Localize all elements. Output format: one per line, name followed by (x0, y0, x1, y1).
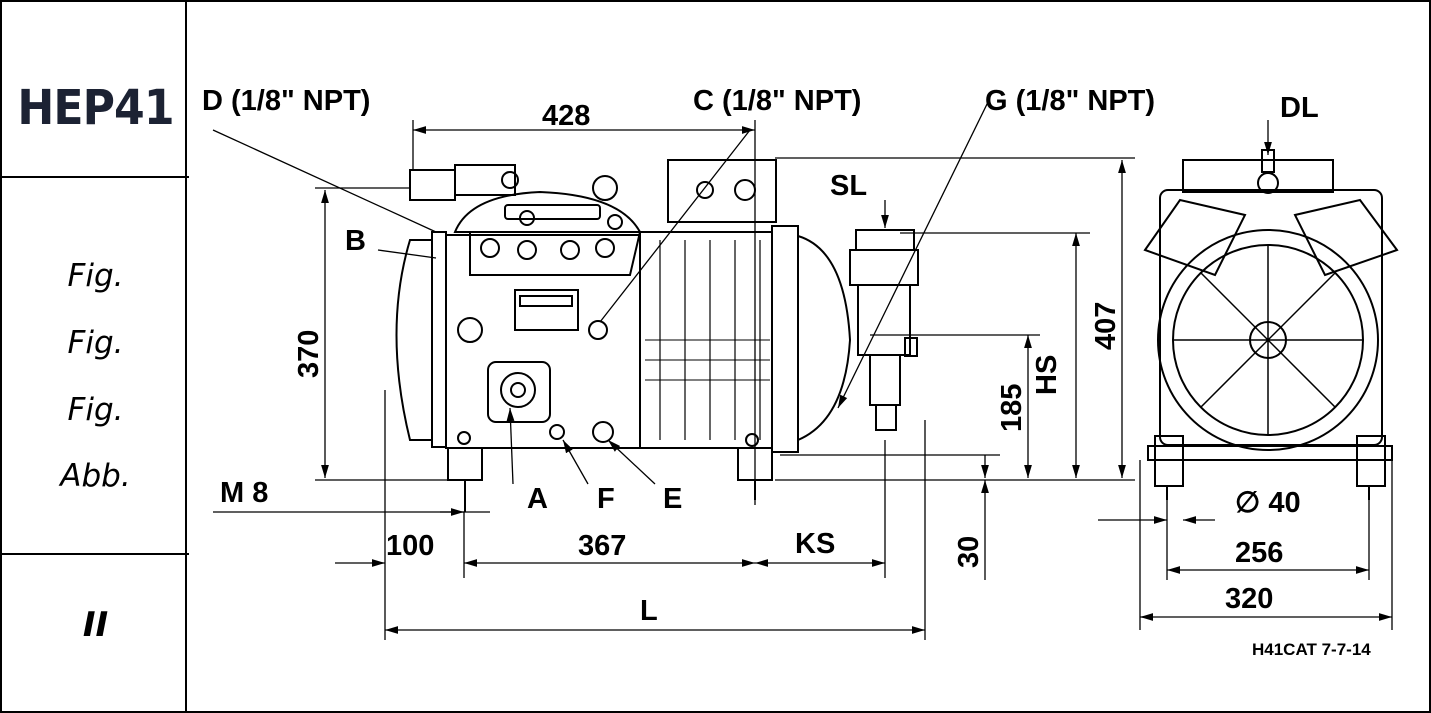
fig-label-2: Fig. (67, 325, 124, 361)
fig-label-3: Fig. (67, 392, 124, 428)
dim-367: 367 (578, 530, 626, 562)
dim-320: 320 (1225, 583, 1273, 615)
sidebar-divider-top (2, 176, 189, 178)
label-c-port: C (1/8" NPT) (693, 85, 861, 117)
label-d-port: D (1/8" NPT) (202, 85, 370, 117)
label-dl: DL (1280, 92, 1319, 124)
dim-30: 30 (953, 536, 985, 568)
variant-roman-numeral: II (82, 605, 109, 645)
label-m8: M 8 (220, 477, 268, 509)
label-diameter: ∅ 40 (1235, 487, 1301, 519)
label-g-port: G (1/8" NPT) (985, 85, 1155, 117)
dimension-lines (212, 97, 1393, 640)
compressor-front-view (395, 159, 919, 512)
label-a: A (527, 483, 548, 515)
label-ks: KS (795, 528, 835, 560)
dim-428: 428 (542, 100, 590, 132)
fig-label-1: Fig. (67, 258, 124, 294)
sidebar-divider-bottom (2, 553, 189, 555)
dim-100: 100 (386, 530, 434, 562)
label-b: B (345, 225, 366, 257)
compressor-side-view (1143, 149, 1399, 500)
label-e: E (663, 483, 682, 515)
label-hs: HS (1031, 355, 1063, 395)
dim-256: 256 (1235, 537, 1283, 569)
model-title: HEP41 (17, 80, 174, 136)
dim-407: 407 (1090, 302, 1122, 350)
dim-370: 370 (293, 330, 325, 378)
dim-185: 185 (996, 384, 1028, 432)
sidebar-panel: HEP41 Fig. Fig. Fig. Abb. II (0, 0, 189, 713)
label-l: L (640, 595, 658, 627)
label-sl: SL (830, 170, 867, 202)
label-f: F (597, 483, 615, 515)
drawing-code: H41CAT 7-7-14 (1252, 640, 1371, 659)
abb-label: Abb. (60, 458, 131, 494)
